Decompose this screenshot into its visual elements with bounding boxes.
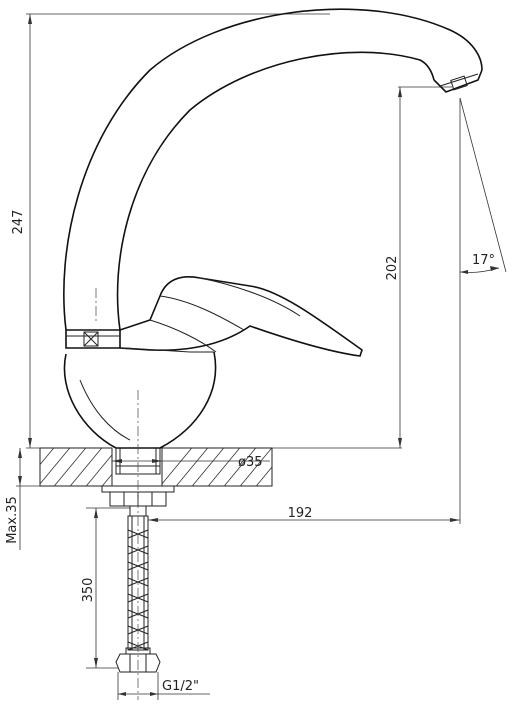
dimension-spout-reach: 192 bbox=[148, 506, 460, 522]
dimension-hose-length: 350 bbox=[81, 508, 98, 668]
label-hose-length: 350 bbox=[81, 578, 96, 603]
faucet-spout bbox=[63, 8, 483, 331]
dimension-thread: G1/2" bbox=[118, 679, 210, 696]
label-total-height: 247 bbox=[11, 210, 26, 235]
dimension-max-thickness: Max.35 bbox=[5, 448, 22, 550]
label-max-thickness: Max.35 bbox=[5, 496, 20, 544]
faucet-body bbox=[63, 351, 217, 449]
dimension-spout-height: 202 bbox=[385, 87, 402, 448]
label-thread: G1/2" bbox=[162, 679, 199, 694]
lever-handle bbox=[119, 276, 363, 357]
swivel-ring bbox=[65, 329, 121, 349]
label-spout-reach: 192 bbox=[288, 506, 313, 521]
countertop-section: ø35 bbox=[39, 447, 273, 487]
dimension-total-height: 247 bbox=[11, 14, 32, 448]
label-mount-hole: ø35 bbox=[238, 455, 263, 470]
dimension-spout-angle: 17° bbox=[459, 97, 507, 274]
label-spout-angle: 17° bbox=[472, 253, 495, 268]
label-spout-height: 202 bbox=[385, 256, 400, 281]
